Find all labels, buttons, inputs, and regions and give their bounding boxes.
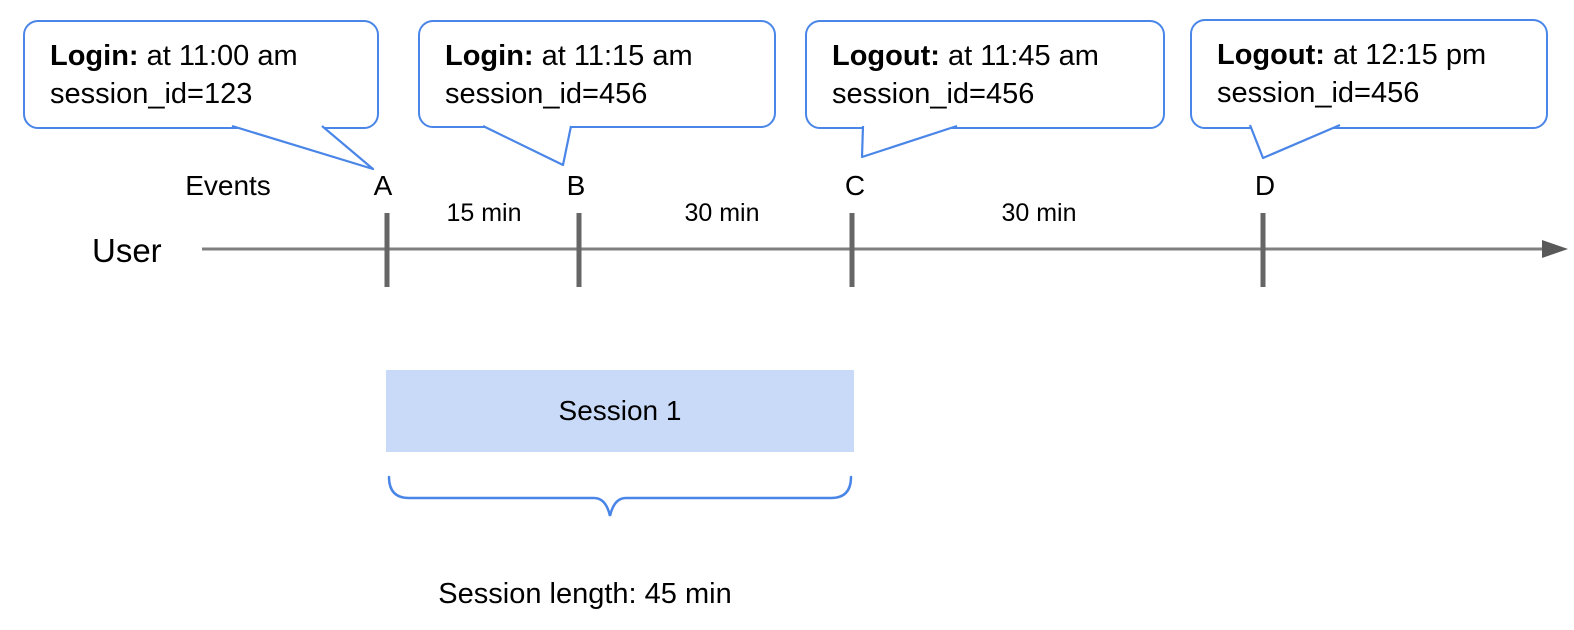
session-bar-label: Session 1	[558, 395, 682, 426]
interval-label-c-d: 30 min	[1001, 199, 1077, 227]
timeline-arrowhead-icon	[1542, 240, 1568, 258]
session-bar: Session 1	[386, 370, 854, 452]
event-letter-c: C	[844, 170, 866, 201]
session-length-label: Session length: 45 min	[438, 578, 732, 610]
callout-event-type: Login:	[445, 40, 534, 72]
callout-event-time: at 11:00 am	[138, 40, 298, 72]
callout-line-1: Login: at 11:00 am	[50, 37, 367, 75]
callout-line-1: Logout: at 12:15 pm	[1217, 36, 1536, 74]
event-letter-a: A	[373, 170, 393, 201]
interval-label-b-c: 30 min	[684, 199, 760, 227]
callout-event-type: Logout:	[1217, 39, 1325, 71]
callout-session-id: session_id=456	[832, 78, 1035, 110]
callout-login-event-b: Login: at 11:15 am session_id=456	[418, 20, 776, 128]
user-lane-label: User	[92, 232, 162, 269]
callout-line-1: Login: at 11:15 am	[445, 37, 764, 75]
callout-session-id: session_id=456	[1217, 77, 1420, 109]
callout-event-type: Logout:	[832, 40, 940, 72]
events-label: Events	[185, 170, 271, 201]
event-letter-b: B	[566, 170, 586, 201]
callout-logout-event-c: Logout: at 11:45 am session_id=456	[805, 20, 1165, 129]
callout-logout-event-d: Logout: at 12:15 pm session_id=456	[1190, 19, 1548, 129]
callout-tail-d	[1248, 123, 1341, 160]
callout-event-time: at 12:15 pm	[1324, 39, 1487, 71]
session-length-brace	[387, 475, 853, 517]
callout-event-type: Login:	[50, 40, 139, 72]
callout-event-time: at 11:15 am	[533, 40, 693, 72]
callout-session-id: session_id=123	[50, 78, 253, 110]
callout-tail-c	[860, 124, 958, 159]
callout-session-id: session_id=456	[445, 78, 648, 110]
callout-login-event-a: Login: at 11:00 am session_id=123	[23, 20, 379, 129]
callout-line-1: Logout: at 11:45 am	[832, 37, 1153, 75]
interval-label-a-b: 15 min	[446, 199, 522, 227]
callout-tail-b	[482, 125, 573, 167]
event-letter-d: D	[1254, 170, 1276, 201]
callout-tail-a	[231, 124, 375, 171]
callout-event-time: at 11:45 am	[939, 40, 1099, 72]
